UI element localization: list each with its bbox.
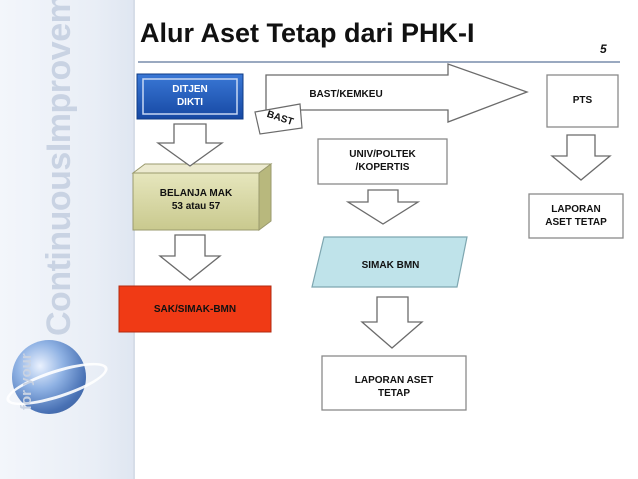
univ-box bbox=[317, 138, 448, 185]
pts-label: PTS bbox=[572, 95, 593, 106]
univ-label: UNIV/POLTEK /KOPERTIS bbox=[349, 149, 416, 173]
belanja-label: BELANJA MAK 53 atau 57 bbox=[159, 188, 233, 212]
down-arrow-1 bbox=[155, 123, 225, 167]
down-arrow-2 bbox=[158, 234, 222, 281]
ditjen-box bbox=[136, 73, 244, 120]
ditjen-inner-frame bbox=[142, 78, 238, 115]
belanja-box bbox=[132, 172, 260, 231]
laporan-pts-box bbox=[528, 193, 624, 239]
laporan-pts-label: LAPORAN ASET TETAP bbox=[545, 204, 607, 228]
laporan-aset-label: LAPORAN ASET TETAP bbox=[354, 375, 434, 399]
bast-kemkeu-label: BAST/KEMKEU bbox=[309, 89, 383, 100]
down-arrow-5 bbox=[550, 134, 612, 181]
laporan-aset-box bbox=[321, 355, 467, 411]
simak-box bbox=[311, 236, 468, 288]
belanja-box-side bbox=[258, 163, 272, 231]
down-arrow-4 bbox=[360, 296, 424, 349]
sidebar-divider bbox=[133, 0, 135, 479]
down-arrow-3 bbox=[345, 189, 421, 225]
simak-label: SIMAK BMN bbox=[361, 260, 420, 271]
title-underline bbox=[138, 61, 620, 63]
ditjen-label: DITJEN DIKTI bbox=[172, 84, 208, 108]
sak-box bbox=[118, 285, 272, 333]
sak-label: SAK/SIMAK-BMN bbox=[153, 304, 237, 315]
pts-box bbox=[546, 74, 619, 128]
globe-icon bbox=[12, 340, 86, 414]
bast-arrow bbox=[254, 103, 303, 135]
page-title: Alur Aset Tetap dari PHK-I bbox=[140, 18, 475, 48]
page-number: 5 bbox=[600, 42, 607, 56]
belanja-box-top bbox=[131, 163, 273, 174]
